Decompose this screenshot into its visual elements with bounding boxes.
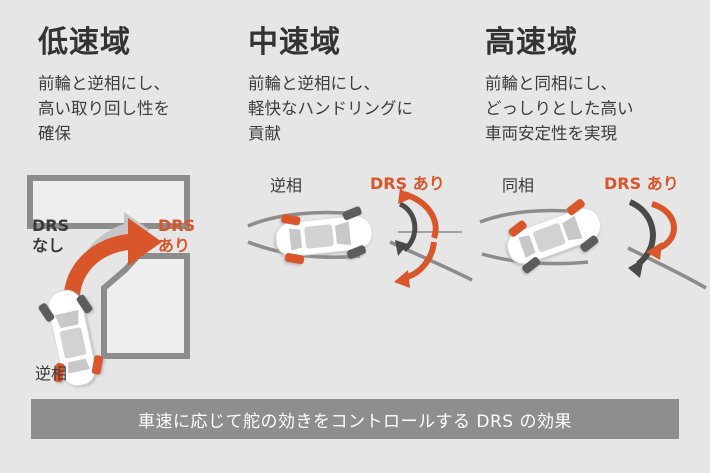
column-title-high-speed: 高速域 — [485, 25, 578, 60]
arrow-yaw-orange-lower-head — [394, 270, 410, 288]
arrow-yaw-gray — [398, 201, 418, 252]
car-wheel-rear-left — [281, 214, 301, 226]
column-title-mid-speed: 中速域 — [248, 25, 341, 60]
body-line: 貢献 — [248, 124, 281, 144]
column-low-speed: 低速域 前輪と逆相にし、 高い取り回し性を 確保 — [38, 0, 243, 146]
column-body-high-speed: 前輪と同相にし、 どっしりとした高い 車両安定性を実現 — [485, 71, 700, 146]
path-trajectory-exit — [627, 246, 707, 290]
column-body-mid-speed: 前輪と逆相にし、 軽快なハンドリングに 貢献 — [248, 71, 463, 146]
arrow-drs-on — [64, 218, 162, 296]
car-wheel-front-left — [38, 303, 55, 322]
column-title-low-speed: 低速域 — [38, 25, 131, 60]
diagram-high-speed: 同相 DRS あり — [479, 170, 710, 310]
car-rear-window — [67, 358, 90, 374]
column-high-speed: 高速域 前輪と同相にし、 どっしりとした高い 車両安定性を実現 — [485, 0, 700, 146]
label-phase-counter-low: 逆相 — [35, 364, 68, 383]
car-wheel-front-right — [346, 245, 367, 259]
summary-banner-text: 車速に応じて舵の効きをコントロールする DRS の効果 — [138, 411, 572, 432]
label-drs-off: DRS なし — [32, 216, 69, 256]
label-drs-on: DRS あり — [158, 216, 195, 256]
car-wheel-front-right — [580, 235, 599, 252]
car-wheel-rear-right — [91, 355, 104, 375]
label-drs-off-line2: なし — [32, 236, 65, 255]
label-drs-off-line1: DRS — [32, 216, 70, 235]
car-windshield — [562, 215, 583, 241]
car-wheel-front-left — [566, 198, 585, 216]
car-wheel-rear-right — [284, 252, 305, 265]
garage-upper-wall — [27, 175, 190, 229]
arrow-yaw-gray-outer-head — [628, 258, 644, 278]
label-drs-on-mid: DRS あり — [370, 174, 445, 193]
diagram-3-svg — [479, 198, 707, 290]
label-phase-same-high: 同相 — [502, 176, 535, 195]
car-roof — [304, 224, 334, 249]
label-drs-on-high: DRS あり — [604, 174, 679, 193]
garage-lower-wall — [101, 253, 190, 359]
arrow-yaw-gray-head — [395, 240, 408, 256]
body-line: 軽快なハンドリングに — [248, 99, 413, 119]
arrow-yaw-orange-loop — [650, 201, 677, 253]
column-body-low-speed: 前輪と逆相にし、 高い取り回し性を 確保 — [38, 71, 243, 146]
diagram-mid-speed: 逆相 DRS あり — [247, 170, 480, 310]
body-line: 確保 — [38, 124, 71, 144]
column-mid-speed: 中速域 前輪と逆相にし、 軽快なハンドリングに 貢献 — [248, 0, 463, 146]
body-line: 前輪と逆相にし、 — [38, 74, 170, 93]
car-wheel-front-left — [342, 206, 362, 221]
label-drs-on-line1: DRS — [158, 216, 196, 235]
diagram-2-svg — [247, 188, 473, 288]
car-rear-window — [518, 235, 536, 258]
car-low-speed — [38, 289, 104, 387]
label-phase-counter-mid: 逆相 — [270, 176, 303, 195]
car-windshield — [334, 221, 352, 246]
diagram-1-svg — [27, 175, 190, 387]
body-line: どっしりとした高い — [485, 99, 634, 119]
car-mid-speed — [275, 206, 373, 265]
arrow-yaw-gray-outer — [628, 199, 656, 267]
car-windshield — [54, 310, 79, 329]
body-line: 前輪と同相にし、 — [485, 74, 617, 93]
body-line: 車両安定性を実現 — [485, 124, 617, 144]
car-wheel-rear-left — [53, 363, 65, 383]
diagram-low-speed-garage: DRS なし DRS あり 逆相 — [0, 168, 250, 393]
car-roof — [533, 223, 566, 252]
body-line: 高い取り回し性を — [38, 99, 170, 119]
car-wheel-rear-right — [522, 256, 541, 274]
body-line: 前輪と逆相にし、 — [248, 74, 380, 93]
label-drs-on-line2: あり — [158, 236, 191, 255]
car-wheel-rear-left — [508, 220, 527, 237]
car-rear-window — [289, 228, 303, 251]
car-high-speed — [506, 198, 602, 274]
car-roof — [59, 327, 87, 359]
car-wheel-front-right — [76, 294, 93, 314]
summary-banner: 車速に応じて舵の効きをコントロールする DRS の効果 — [31, 399, 679, 439]
arrow-yaw-orange-loop-head — [646, 242, 662, 260]
arrow-yaw-orange-upper — [403, 191, 439, 240]
arrow-yaw-orange-upper-head — [398, 188, 412, 204]
